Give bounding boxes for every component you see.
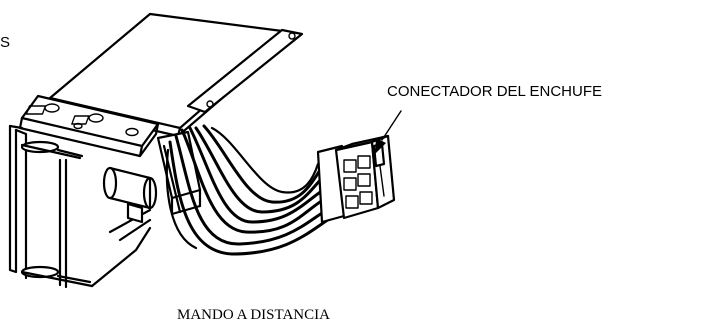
plug-connector <box>316 134 396 224</box>
button-3-icon <box>88 113 104 123</box>
wire-harness <box>165 124 336 256</box>
diagram-caption: MANDO A DISTANCIA <box>177 307 330 323</box>
front-panel <box>18 94 160 158</box>
left-bracket <box>8 124 152 289</box>
button-2-icon <box>25 105 47 115</box>
connector-leader <box>375 110 402 154</box>
cropped-left-label: S <box>0 34 10 51</box>
cylinder-component <box>102 166 158 224</box>
button-5-icon <box>125 127 139 137</box>
connector-label: CONECTADOR DEL ENCHUFE <box>387 83 602 100</box>
mounting-strap <box>186 28 304 114</box>
